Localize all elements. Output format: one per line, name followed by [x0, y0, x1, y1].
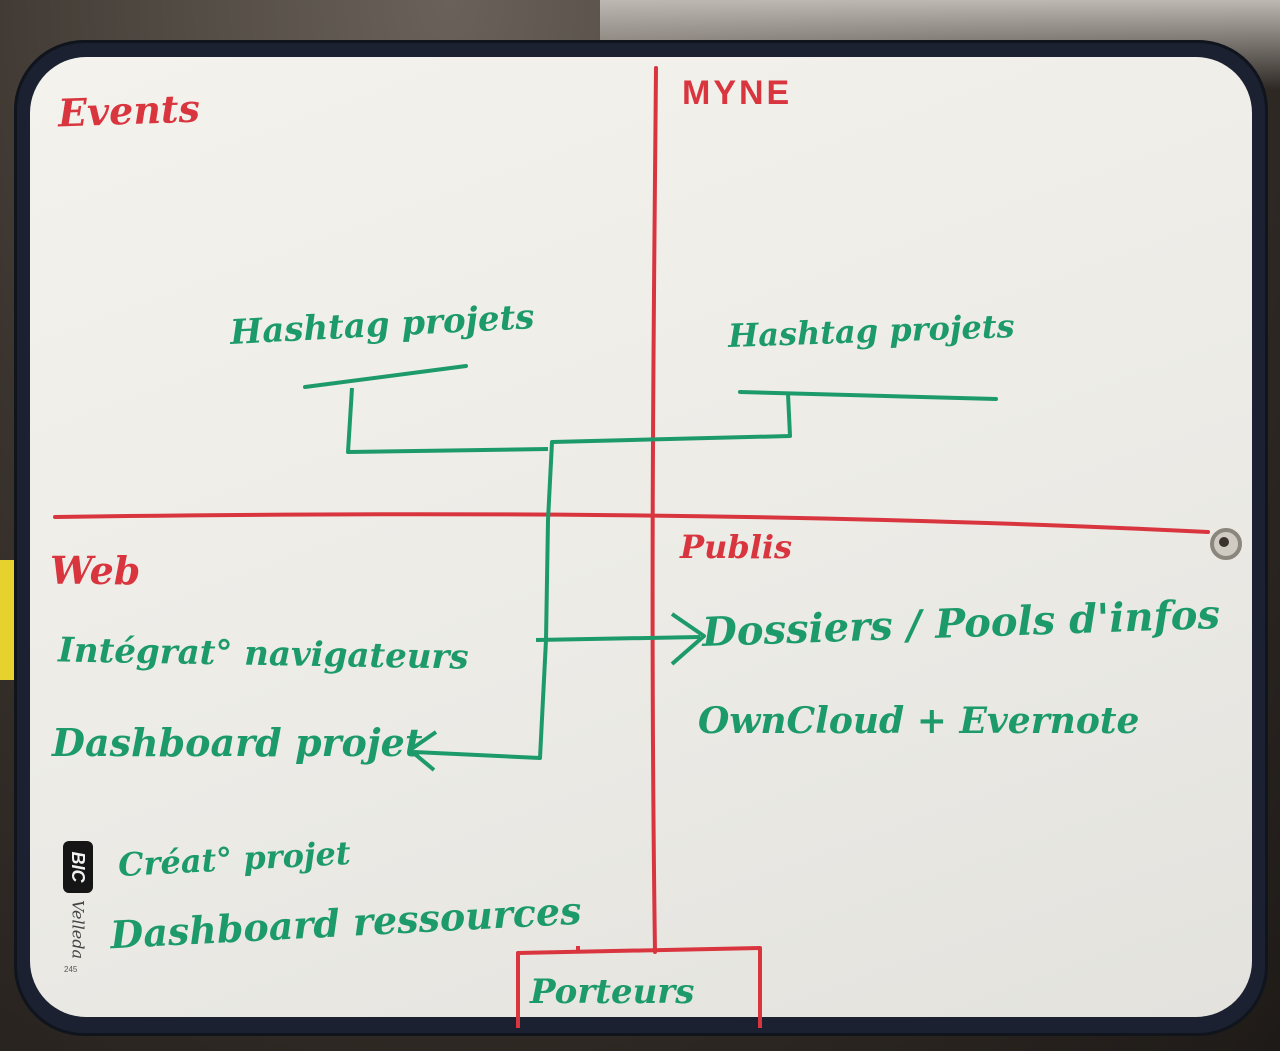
- quadrant-label-events: Events: [57, 85, 201, 136]
- arrowhead-dossiers: [670, 612, 706, 666]
- whiteboard-surface: [30, 57, 1252, 1017]
- velleda-brand-name: Velleda: [68, 899, 88, 960]
- red-horizontal-divider: [53, 512, 1210, 534]
- connector-left-branch: [346, 387, 549, 454]
- arrow-to-dossiers: [535, 635, 701, 642]
- arrow-to-dashboard: [413, 750, 541, 760]
- quadrant-label-myne: MYNE: [682, 74, 793, 112]
- arrowhead-dashboard: [408, 730, 438, 772]
- quadrant-label-web: Web: [50, 548, 141, 593]
- red-vertical-divider: [650, 66, 658, 954]
- note-owncloud-evernote: OwnCloud + Evernote: [698, 700, 1140, 742]
- connector-trunk: [538, 440, 554, 760]
- bic-logo: BIC: [63, 841, 93, 893]
- quadrant-label-publis: Publis: [680, 528, 793, 566]
- porteurs-box: [516, 946, 762, 1028]
- underline-right-hashtag: [738, 390, 998, 401]
- underline-left-hashtag: [303, 364, 468, 389]
- porteurs-label: Porteurs: [530, 972, 695, 1012]
- note-dashboard-projet: Dashboard projet: [52, 720, 423, 765]
- note-integration-navigateurs: Intégrat° navigateurs: [57, 630, 469, 678]
- brand-model-code: 245: [64, 965, 78, 974]
- connector-right-branch: [551, 393, 792, 444]
- whiteboard-hinge-hole: [1219, 537, 1229, 547]
